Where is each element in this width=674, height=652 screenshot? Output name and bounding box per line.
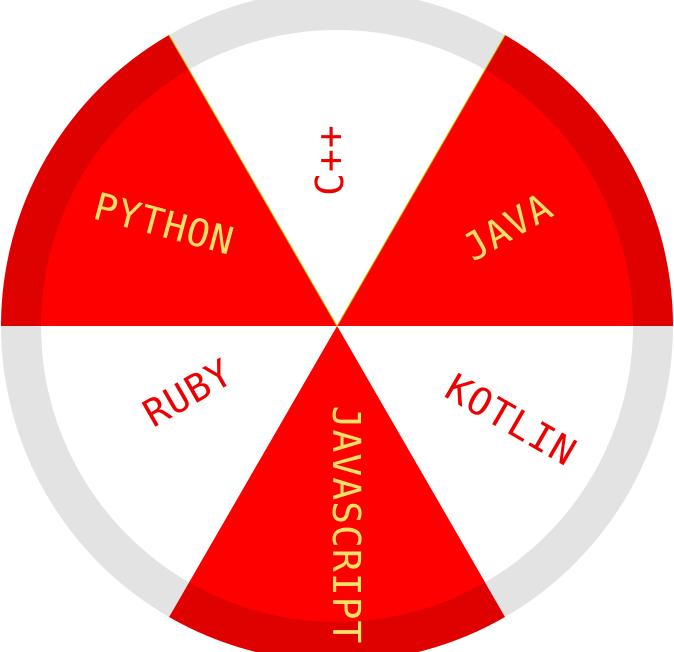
- segment-python-face: [41, 69, 337, 326]
- segment-ruby-face: [41, 326, 337, 583]
- segment-java-face: [337, 69, 633, 326]
- segment-python[interactable]: [1, 35, 337, 327]
- segment-java[interactable]: [337, 35, 673, 327]
- segment-kotlin[interactable]: [337, 326, 673, 617]
- segment-divider-line: [336, 34, 506, 327]
- segment-kotlin-face: [337, 326, 633, 583]
- segment-cpp-face: [189, 30, 485, 326]
- wheel-dividers: [168, 34, 506, 327]
- segment-divider-line: [168, 34, 338, 327]
- segment-javascript-face: [189, 326, 485, 622]
- segment-cpp[interactable]: [169, 0, 505, 326]
- segment-ruby[interactable]: [1, 326, 337, 617]
- segment-javascript[interactable]: [169, 326, 505, 652]
- segment-label-javascript: JAVASCRIPT: [324, 406, 368, 645]
- segment-label-cpp: C++: [308, 124, 352, 196]
